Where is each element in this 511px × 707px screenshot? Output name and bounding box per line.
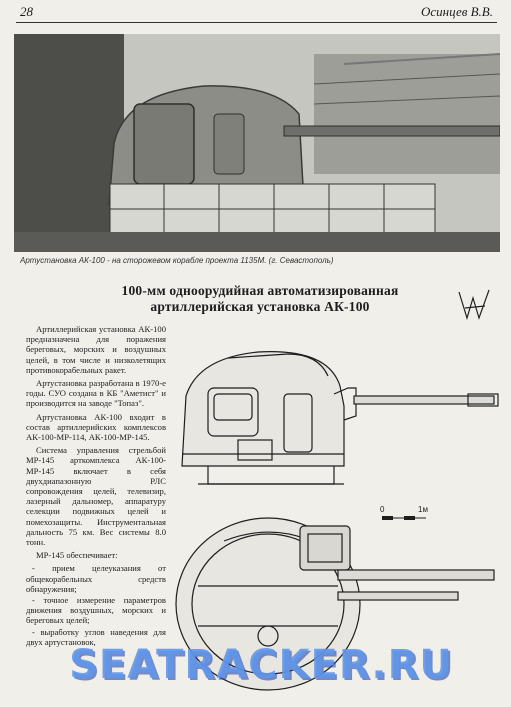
- turret-photo: [14, 34, 500, 252]
- page-number: 28: [20, 4, 33, 19]
- scale-end-label: 1м: [418, 505, 428, 514]
- paragraph: Артустановка АК-100 входит в состав арти…: [26, 411, 166, 443]
- header-rule: [16, 22, 497, 23]
- list-item: - прием целеуказания от общекорабельных …: [26, 563, 166, 594]
- watermark-text: SEATRACKER.RU: [69, 642, 453, 688]
- top-view: [175, 517, 495, 691]
- paragraph: Артустановка разработана в 1970-е годы. …: [26, 378, 166, 409]
- article-title: 100-мм одноорудийная автоматизированная …: [40, 283, 480, 315]
- scale-zero-label: 0: [380, 505, 385, 514]
- watermark: SEATRACKER.RU: [16, 640, 506, 700]
- title-line-1: 100-мм одноорудийная автоматизированная: [121, 283, 399, 298]
- side-view: [181, 351, 499, 485]
- turret-technical-drawing: 0 1м: [175, 351, 499, 691]
- author-name: Осинцев В.В.: [421, 4, 493, 19]
- scale-bar: 0 1м: [380, 505, 428, 520]
- title-line-2: артиллерийская установка АК-100: [150, 299, 370, 314]
- capability-list: - прием целеуказания от общекорабельных …: [26, 563, 166, 647]
- list-item: - выработку углов наведения для двух арт…: [26, 626, 166, 647]
- article-body: Артиллерийская установка АК-100 предназн…: [26, 324, 166, 648]
- paragraph: Система управления стрельбой МР-145 артк…: [26, 445, 166, 548]
- paragraph: Артиллерийская установка АК-100 предназн…: [26, 324, 166, 375]
- paragraph: МР-145 обеспечивает:: [36, 550, 118, 561]
- photo-caption: Артустановка АК-100 - на сторожевом кора…: [20, 256, 334, 265]
- handwritten-signature: [458, 289, 490, 321]
- list-item: - точное измерение параметров движения в…: [26, 595, 166, 626]
